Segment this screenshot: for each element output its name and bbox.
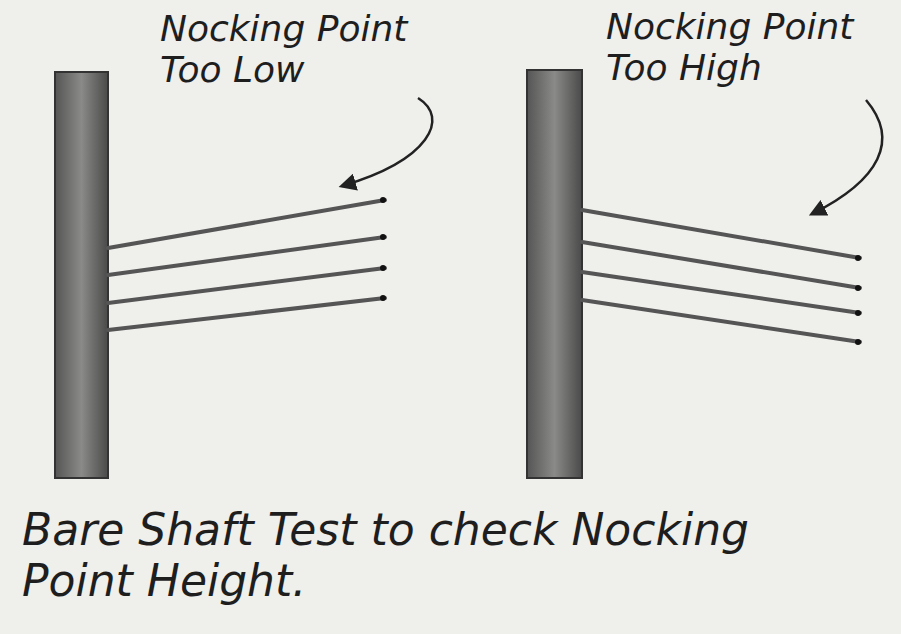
bare-shafts-high: [582, 210, 860, 342]
bare-shafts-low: [108, 200, 385, 330]
leader-arrow: [812, 100, 882, 214]
handwritten-label: Nocking Point Too Low: [160, 8, 415, 91]
nocks-low: [380, 197, 386, 301]
nocks-high: [855, 255, 861, 345]
leader-arrow: [342, 98, 432, 186]
target-butt: [527, 70, 582, 478]
target-butt: [55, 72, 108, 478]
handwritten-label: Nocking Point Too High: [606, 6, 868, 89]
caption: Bare Shaft Test to check Nocking Point H…: [22, 505, 822, 606]
